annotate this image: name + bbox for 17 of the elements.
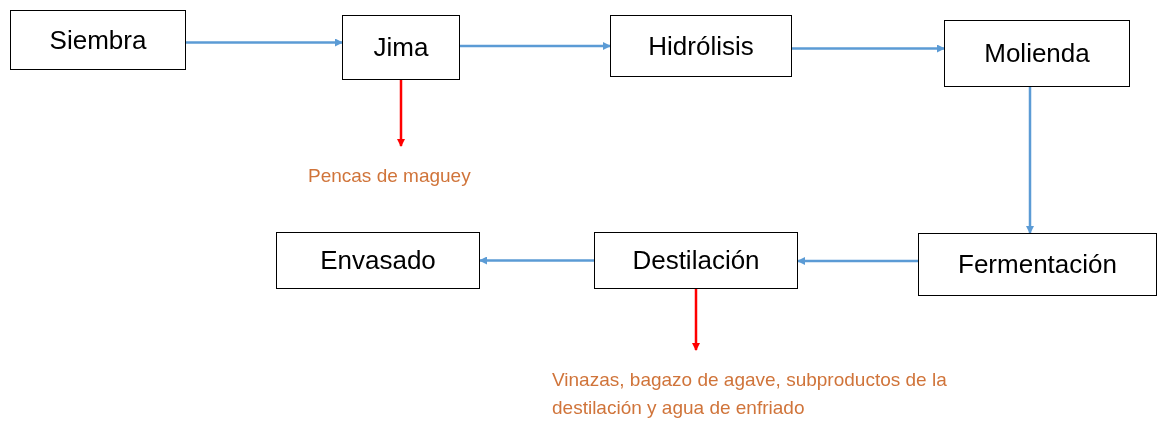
process-box: Jima	[342, 15, 460, 80]
arrow	[479, 256, 594, 265]
arrow	[460, 42, 611, 50]
output-note: Vinazas, bagazo de agave, subproductos de la destilación y agua de enfriado	[552, 366, 1002, 422]
process-box: Envasado	[276, 232, 480, 289]
output-note: Pencas de maguey	[308, 162, 508, 192]
arrow	[397, 80, 405, 147]
arrow	[692, 289, 700, 351]
process-box: Destilación	[594, 232, 798, 289]
arrow	[792, 44, 945, 53]
arrow	[797, 257, 918, 265]
process-box: Fermentación	[918, 233, 1157, 296]
process-box: Molienda	[944, 20, 1130, 87]
process-box: Hidrólisis	[610, 15, 792, 77]
arrow	[186, 38, 343, 47]
arrow	[1026, 87, 1034, 234]
process-box: Siembra	[10, 10, 186, 70]
